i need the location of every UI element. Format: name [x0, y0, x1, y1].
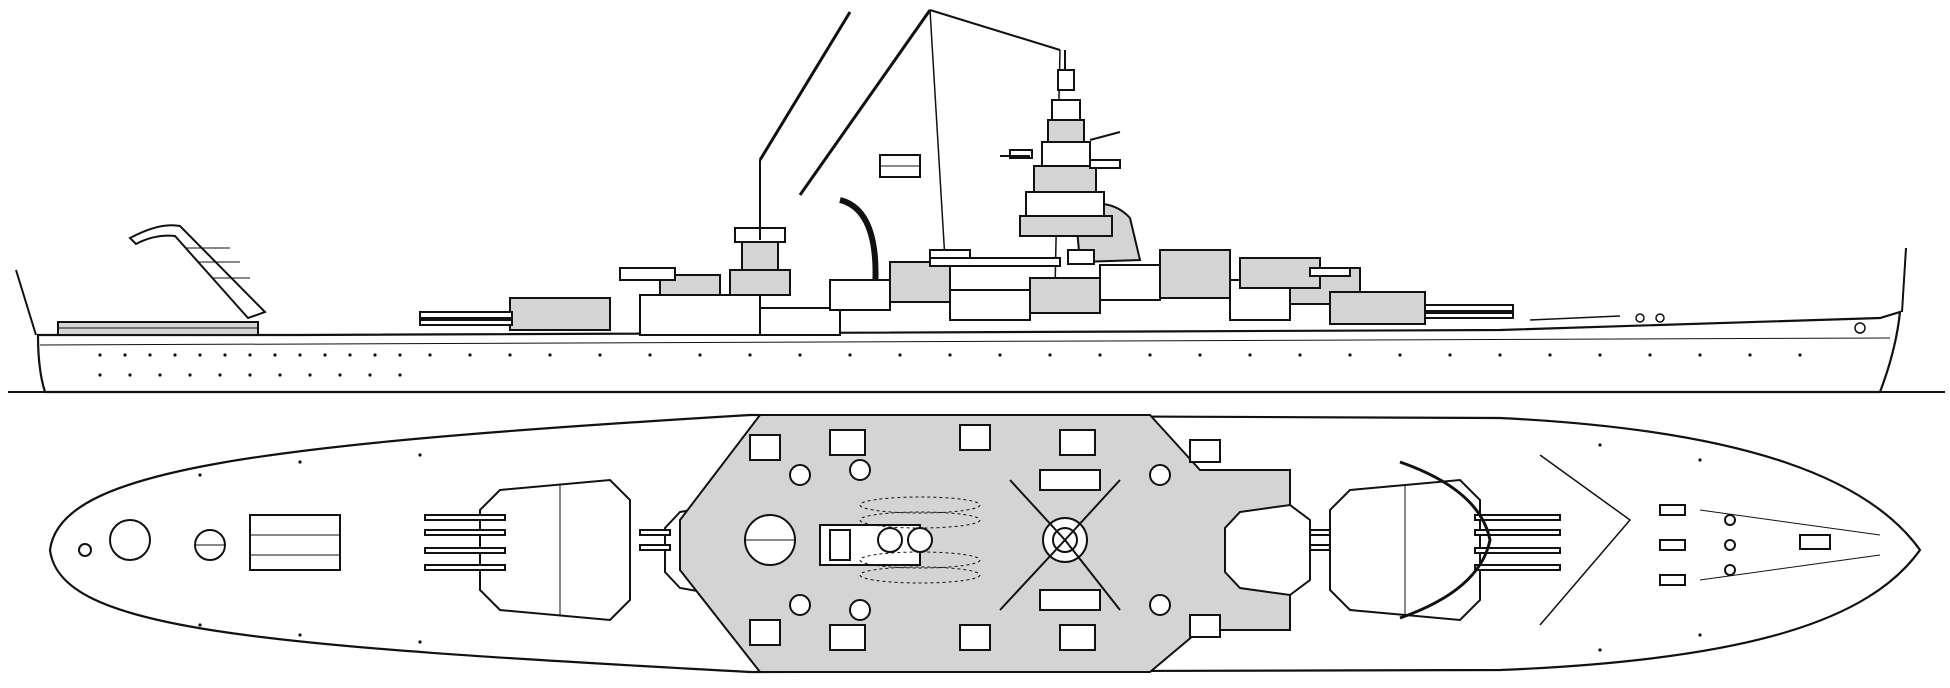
forward-main-turret-a [1329, 291, 1514, 325]
aft-main-turret [419, 297, 611, 331]
ship-boats [859, 496, 981, 584]
derrick-boom [798, 9, 932, 196]
forward-main-turret-b [1239, 257, 1351, 289]
midship-superstructure [619, 249, 1361, 321]
hull [36, 310, 1902, 394]
profile-view [8, 9, 1945, 394]
bow-fittings [1659, 504, 1881, 586]
stern-flagstaff [15, 269, 37, 336]
aft-turret-plan [424, 478, 631, 622]
breakwater [1399, 460, 1492, 620]
portholes [98, 353, 1802, 377]
forward-turret-plan [1329, 478, 1561, 622]
aircraft-turntable [109, 519, 151, 561]
forward-tower [1000, 50, 1121, 265]
secondary-mounts [749, 424, 1221, 651]
aft-crane [128, 224, 267, 320]
sheer-line [39, 337, 1891, 346]
plan-view [48, 413, 1922, 674]
deck-fittings [198, 443, 1702, 652]
aft-deckhouse [639, 294, 761, 336]
bow-jackstaff [1901, 247, 1907, 313]
forecastle-fittings [1529, 313, 1866, 334]
hangar-hatch [249, 514, 341, 571]
stern-capstan [78, 543, 92, 557]
